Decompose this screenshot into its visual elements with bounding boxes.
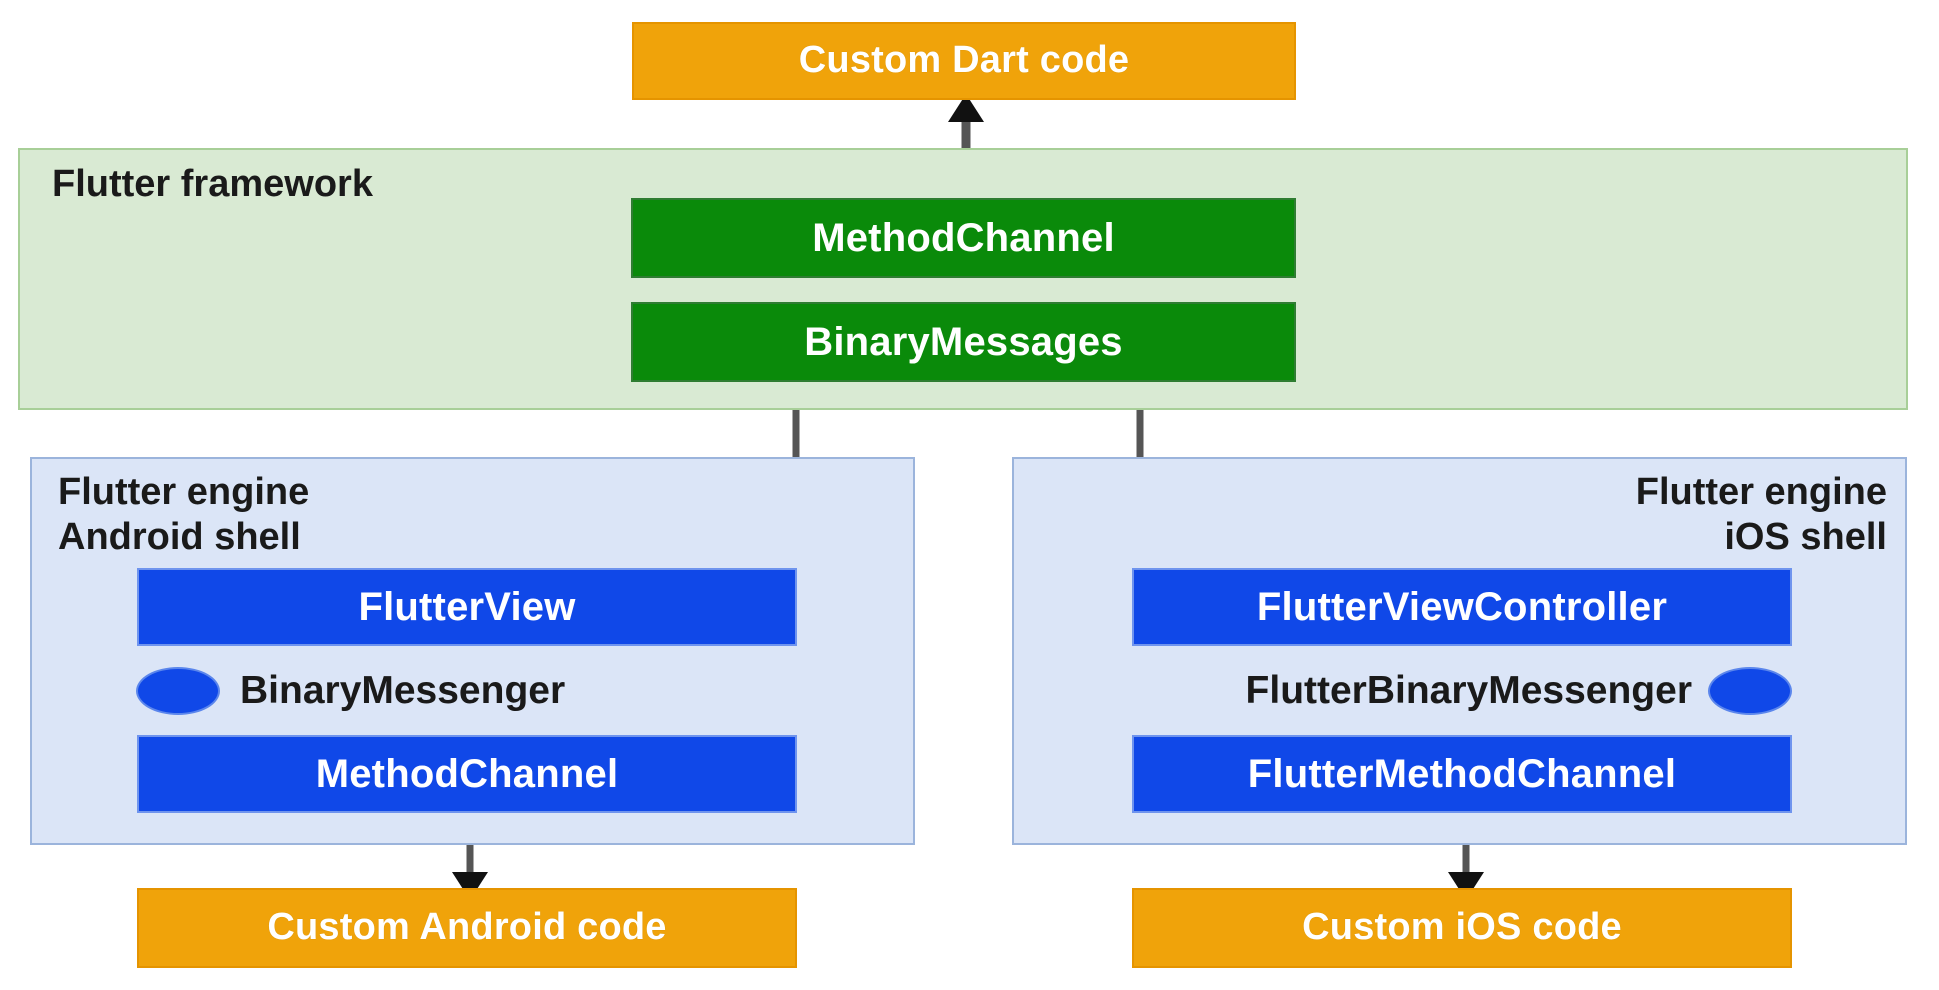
android-flutter-view-box[interactable]: FlutterView (137, 568, 797, 646)
android-binary-messenger-label: BinaryMessenger (240, 669, 566, 712)
ios-flutter-binary-messenger-label: FlutterBinaryMessenger (1245, 669, 1692, 712)
ios-flutter-binary-messenger-oval[interactable] (1708, 667, 1792, 715)
android-shell-label: Flutter engine Android shell (58, 471, 310, 558)
framework-method-channel-box[interactable]: MethodChannel (631, 198, 1296, 278)
android-binary-messenger-oval[interactable] (136, 667, 220, 715)
ios-shell-label: Flutter engine iOS shell (1635, 471, 1887, 558)
ios-flutter-view-controller-box[interactable]: FlutterViewController (1132, 568, 1792, 646)
custom-ios-code-box[interactable]: Custom iOS code (1132, 888, 1792, 968)
arrow-framework-to-dart (948, 94, 984, 150)
ios-flutter-method-channel-box[interactable]: FlutterMethodChannel (1132, 735, 1792, 813)
flutter-framework-label: Flutter framework (52, 163, 373, 205)
android-method-channel-box[interactable]: MethodChannel (137, 735, 797, 813)
custom-android-code-box[interactable]: Custom Android code (137, 888, 797, 968)
custom-dart-code-box[interactable]: Custom Dart code (632, 22, 1296, 100)
framework-binary-messages-box[interactable]: BinaryMessages (631, 302, 1296, 382)
